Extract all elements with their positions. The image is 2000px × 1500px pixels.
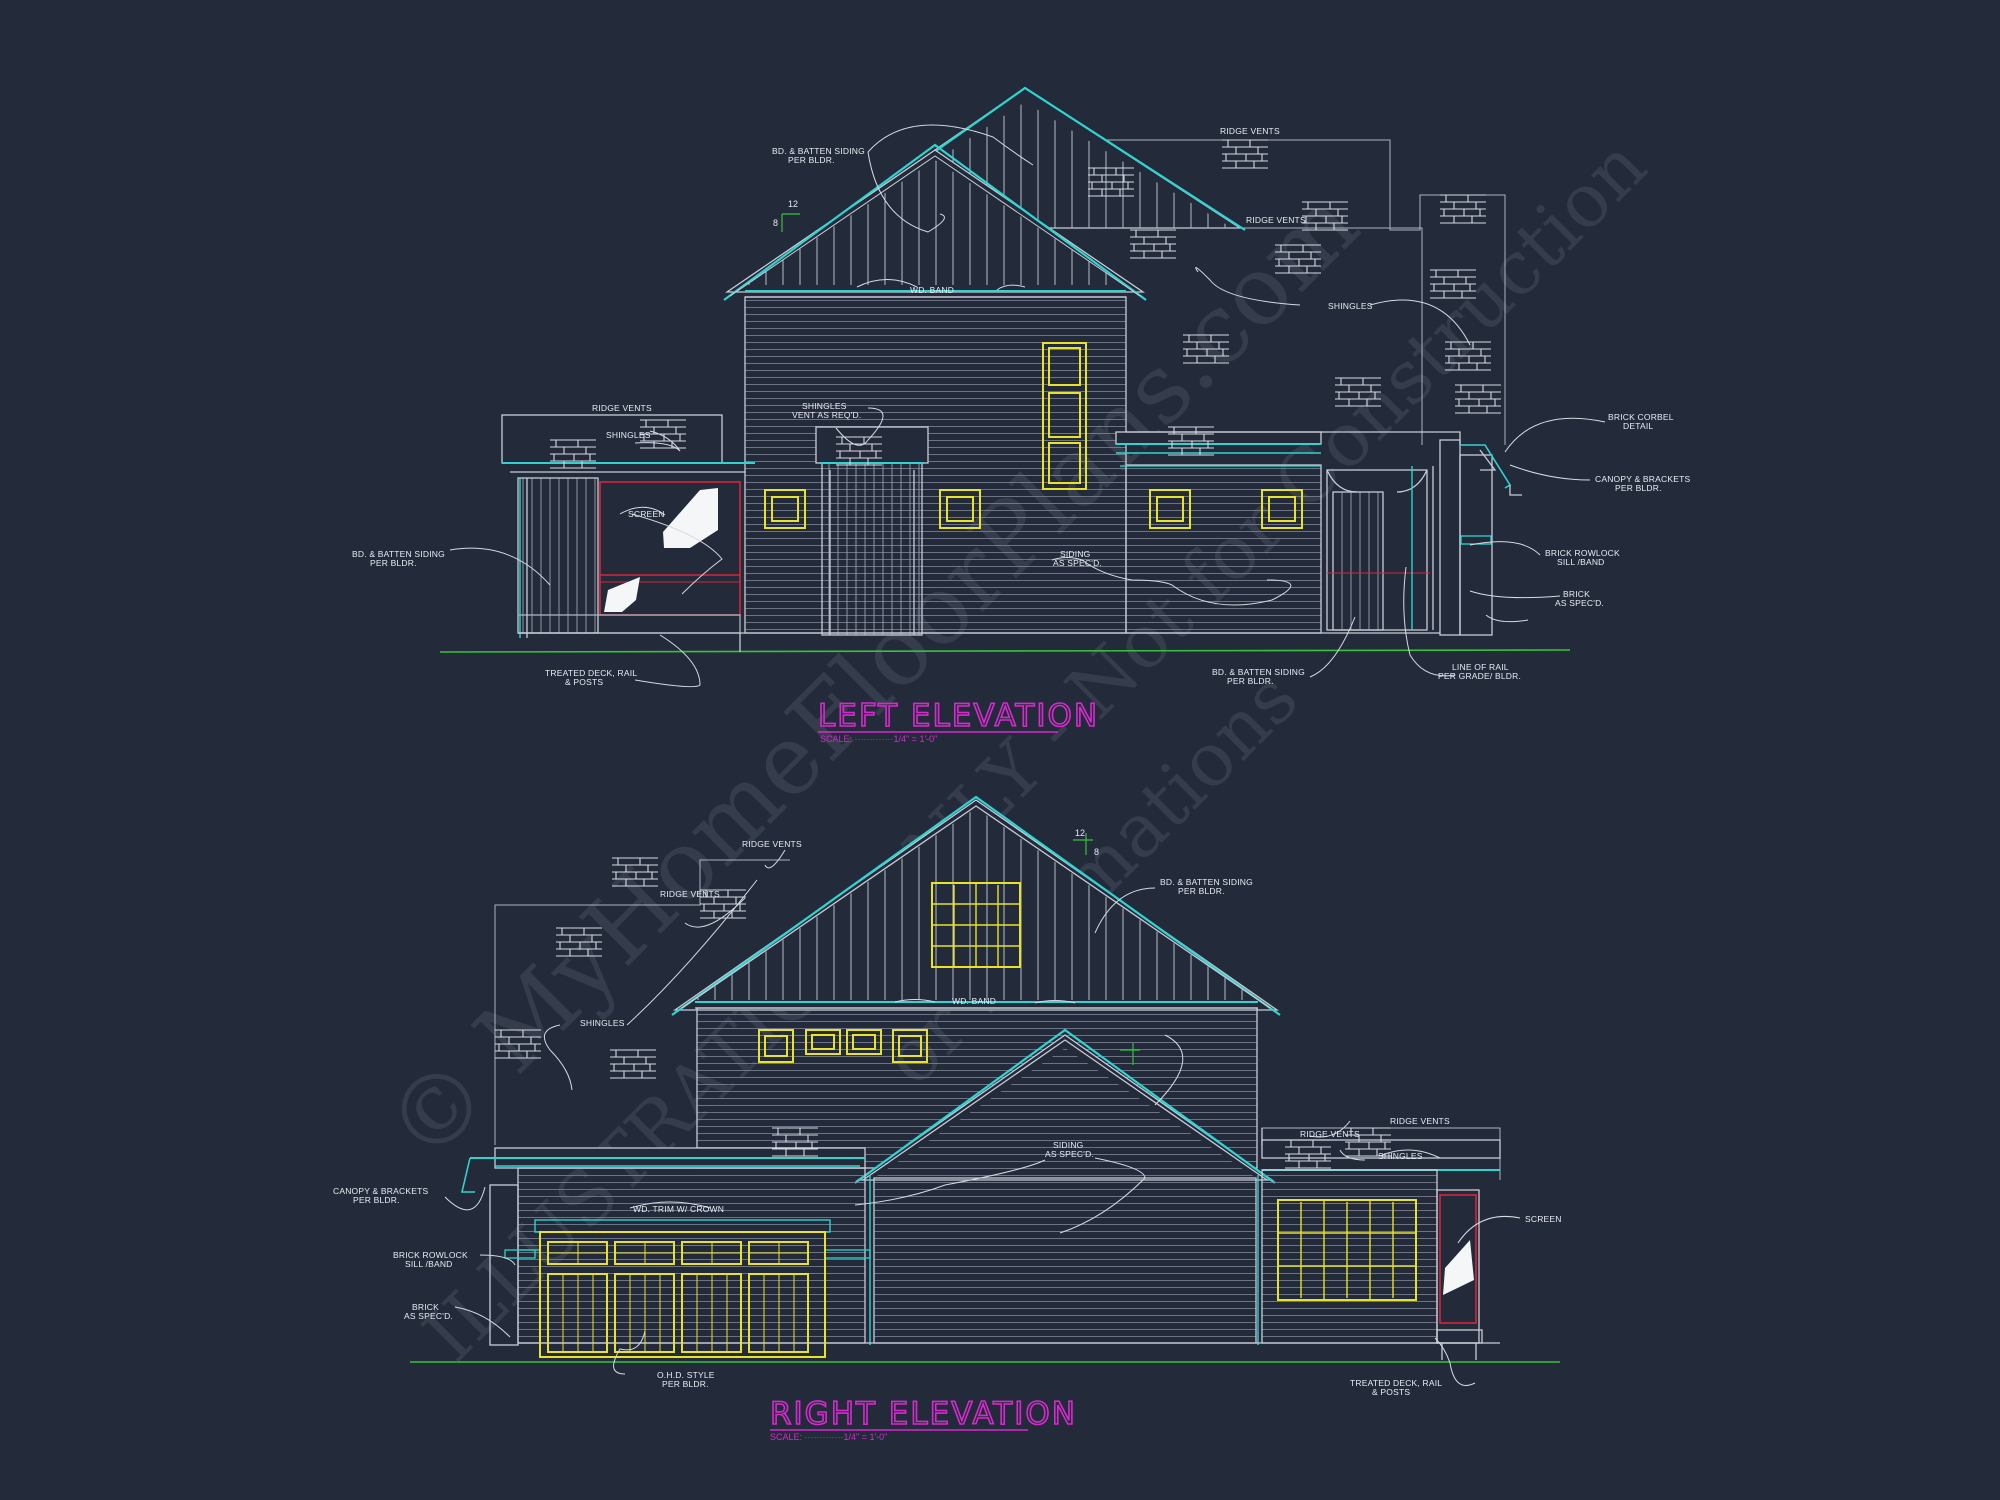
right-elevation-scale: SCALE: ·············1/4" = 1'-0"	[770, 1432, 887, 1442]
note-brick-corbel-2: DETAIL	[1623, 421, 1653, 431]
left-elevation-scale: SCALE: ·············1/4" = 1'-0"	[820, 734, 937, 744]
right-elevation: 12 8	[410, 795, 1560, 1386]
r-note-canopy-2: PER BLDR.	[353, 1195, 400, 1205]
note-bd-batten-top-2: PER BLDR.	[788, 155, 835, 165]
left-pitch-run: 12	[788, 199, 798, 209]
r-note-bd-batten-1: BD. & BATTEN SIDING	[1160, 877, 1253, 887]
right-elevation-title: RIGHT ELEVATION	[770, 1396, 1077, 1432]
r-note-brick-2: AS SPEC'D.	[404, 1311, 453, 1321]
note-bd-batten-bottom-1: BD. & BATTEN SIDING	[1212, 667, 1305, 677]
left-pitch-symbol	[781, 213, 800, 232]
left-notes: BD. & BATTEN SIDING PER BLDR. RIDGE VENT…	[352, 126, 1690, 687]
r-note-ridge-vents-1: RIDGE VENTS	[742, 839, 802, 849]
porch-wall	[517, 477, 599, 634]
note-siding-1: SIDING	[1060, 549, 1090, 559]
back-roof-outline-2	[1210, 227, 1423, 445]
note-treated-deck-2: & POSTS	[565, 677, 603, 687]
r-note-brick-rowlock-1: BRICK ROWLOCK	[393, 1250, 468, 1260]
note-bd-batten-bottom-2: PER BLDR.	[1227, 676, 1274, 686]
left-windows	[764, 342, 1303, 529]
note-line-of-rail-1: LINE OF RAIL	[1452, 662, 1509, 672]
r-note-shingles-left: SHINGLES	[580, 1018, 625, 1028]
note-siding-2: AS SPEC'D.	[1053, 558, 1102, 568]
note-ridge-vents-2: RIDGE VENTS	[1246, 215, 1306, 225]
note-line-of-rail-2: PER GRADE/ BLDR.	[1438, 671, 1521, 681]
note-ridge-vents-left: RIDGE VENTS	[592, 403, 652, 413]
r-note-ohd-1: O.H.D. STYLE	[657, 1370, 715, 1380]
note-ridge-vents-1: RIDGE VENTS	[1220, 126, 1280, 136]
r-note-wd-band: WD. BAND	[952, 996, 996, 1006]
left-elevation: 12 8	[439, 86, 1606, 688]
main-wall	[744, 296, 1127, 634]
note-treated-deck-1: TREATED DECK, RAIL	[545, 668, 637, 678]
r-note-brick-1: BRICK	[412, 1302, 439, 1312]
r-note-siding-1: SIDING	[1053, 1140, 1083, 1150]
grade-line-left	[439, 649, 1571, 653]
r-note-bd-batten-2: PER BLDR.	[1178, 886, 1225, 896]
left-leaders	[449, 124, 1606, 688]
rear-gable-siding	[952, 102, 1232, 228]
left-pitch-rise: 8	[773, 218, 778, 228]
r-note-shingles-right: SHINGLES	[1378, 1151, 1423, 1161]
note-wd-band: WD. BAND	[910, 285, 954, 295]
r-note-ridge-vents-4: RIDGE VENTS	[1390, 1116, 1450, 1126]
r-note-canopy-1: CANOPY & BRACKETS	[333, 1186, 428, 1196]
r-note-screen: SCREEN	[1525, 1214, 1562, 1224]
r-note-ohd-2: PER BLDR.	[662, 1379, 709, 1389]
right-pitch-rise: 8	[1094, 847, 1099, 857]
right-porch-screen	[1439, 1194, 1477, 1324]
r-note-wd-trim: WD. TRIM W/ CROWN	[633, 1204, 724, 1214]
r-note-treated-deck-1: TREATED DECK, RAIL	[1350, 1378, 1442, 1388]
r-note-treated-deck-2: & POSTS	[1372, 1387, 1410, 1397]
note-brick-1: BRICK	[1563, 589, 1590, 599]
back-roof-outline	[1105, 139, 1506, 445]
note-brick-corbel-1: BRICK CORBEL	[1608, 412, 1674, 422]
note-brick-2: AS SPEC'D.	[1555, 598, 1604, 608]
porch-roof	[501, 414, 723, 464]
main-gable-siding	[745, 160, 1125, 285]
note-bd-batten-left-2: PER BLDR.	[370, 558, 417, 568]
left-elevation-title: LEFT ELEVATION	[818, 698, 1099, 734]
note-shingles-right: SHINGLES	[1328, 301, 1373, 311]
r-note-siding-2: AS SPEC'D.	[1045, 1149, 1094, 1159]
note-canopy-2: PER BLDR.	[1615, 483, 1662, 493]
note-bd-batten-left-1: BD. & BATTEN SIDING	[352, 549, 445, 559]
garage-doors	[539, 1231, 826, 1358]
note-shingles-vent-1: SHINGLES	[802, 401, 847, 411]
main-gable-fascia	[723, 143, 1147, 301]
main-gable-fascia-2	[729, 155, 1141, 297]
note-shingles-left: SHINGLES	[606, 430, 651, 440]
note-brick-rowlock-2: SILL /BAND	[1557, 557, 1605, 567]
right-windows	[758, 882, 1417, 1301]
note-shingles-vent-2: VENT AS REQ'D.	[792, 410, 861, 420]
screen-reflection	[663, 488, 718, 548]
rear-gable-trim	[929, 86, 1246, 231]
r-note-brick-rowlock-2: SILL /BAND	[405, 1259, 453, 1269]
note-screen: SCREEN	[628, 509, 665, 519]
note-bd-batten-top-1: BD. & BATTEN SIDING	[772, 146, 865, 156]
right-notes: RIDGE VENTS RIDGE VENTS BD. & BATTEN SID…	[333, 839, 1562, 1397]
note-brick-rowlock-1: BRICK ROWLOCK	[1545, 548, 1620, 558]
note-canopy-1: CANOPY & BRACKETS	[1595, 474, 1690, 484]
right-pitch-run: 12	[1075, 828, 1085, 838]
right-leaders	[444, 849, 1521, 1386]
r-note-ridge-vents-2: RIDGE VENTS	[660, 889, 720, 899]
r-note-ridge-vents-3: RIDGE VENTS	[1300, 1129, 1360, 1139]
